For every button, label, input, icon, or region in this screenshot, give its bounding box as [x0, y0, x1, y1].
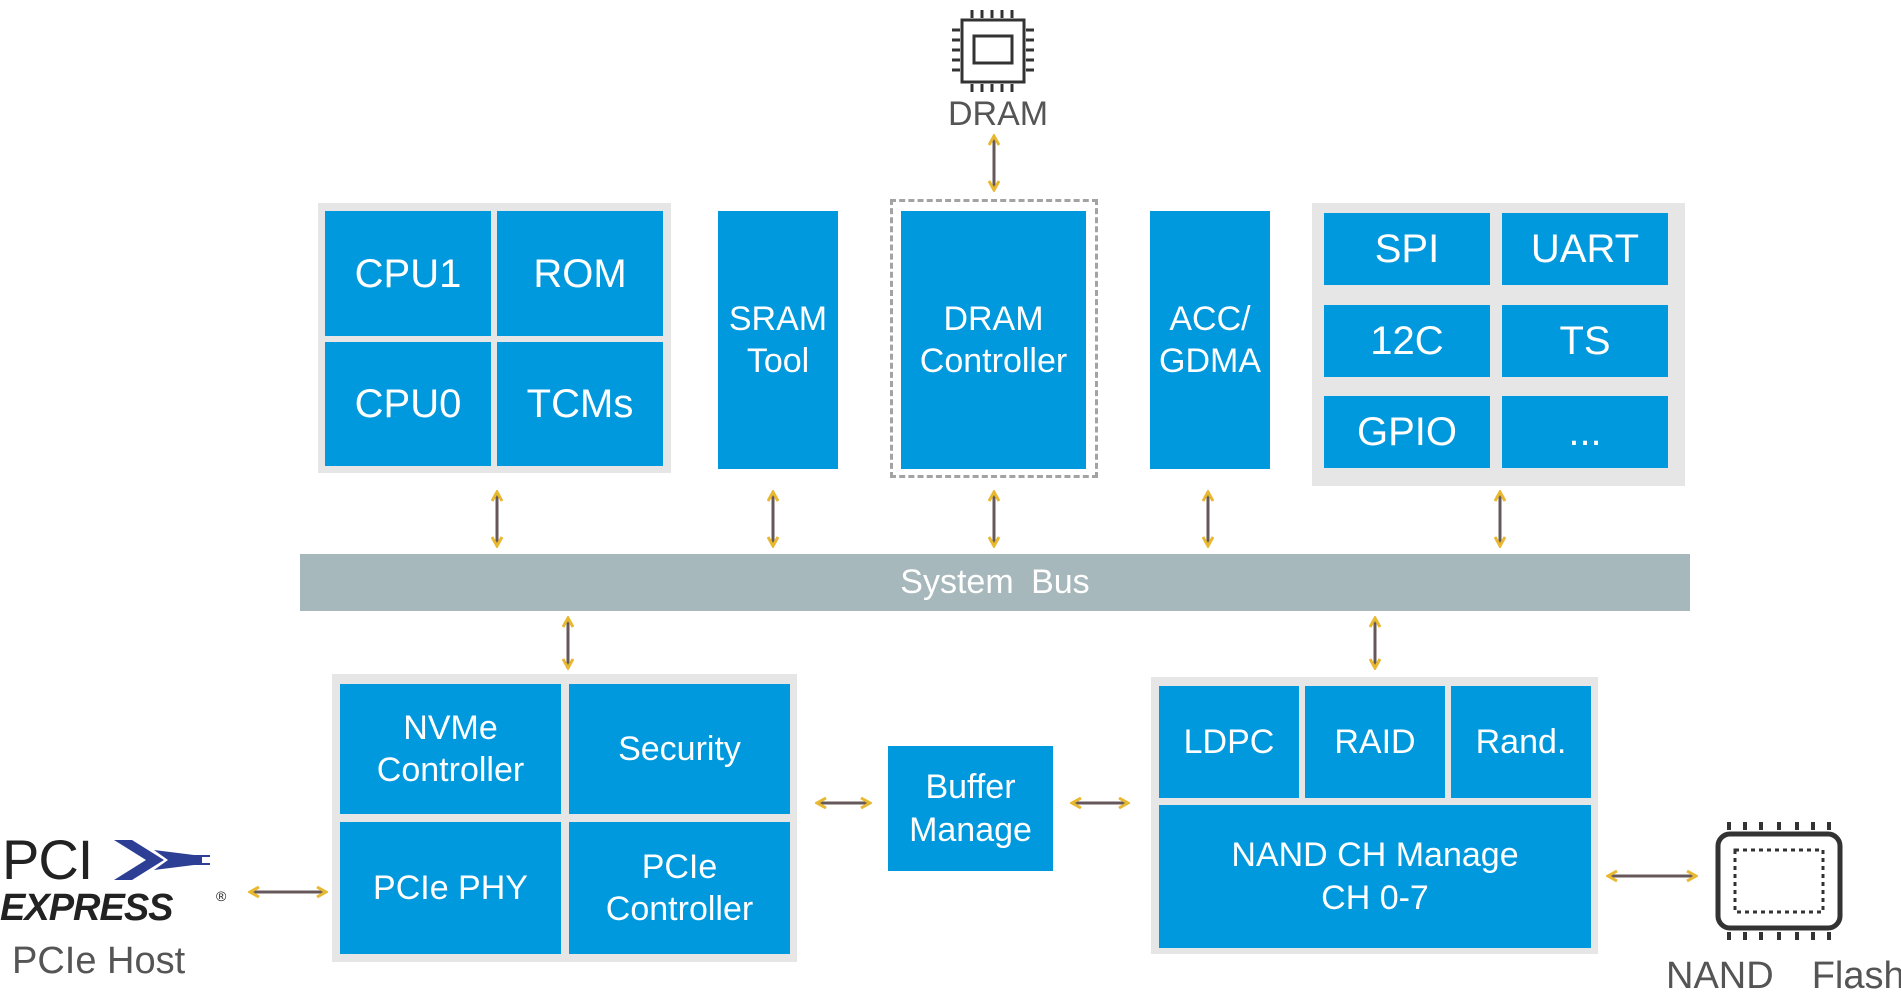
pcie-controller-line2: Controller: [605, 890, 754, 928]
dram-controller-line2: Controller: [919, 342, 1068, 380]
sram-tool-block: SRAM Tool: [718, 211, 838, 469]
nvme-line2: Controller: [376, 751, 525, 789]
nand-label: NAND: [1666, 955, 1774, 997]
dram-controller-line1: DRAM: [943, 299, 1044, 338]
dram-chip-icon: [952, 10, 1034, 92]
nand-ch-manage-block: NAND CH Manage CH 0-7: [1159, 805, 1591, 948]
rand-block: Rand.: [1451, 686, 1591, 798]
buffer-line2: Manage: [909, 810, 1032, 849]
dram-controller-frame: [890, 199, 1098, 478]
rom-block: ROM: [497, 211, 663, 336]
flash-label: Flash: [1811, 955, 1901, 997]
nand-manage-line2: CH 0-7: [1321, 878, 1429, 917]
nvme-controller-block: NVMe Controller: [340, 684, 561, 814]
sram-line1: SRAM: [728, 299, 828, 338]
pcie-controller-line1: PCIe: [641, 847, 718, 886]
pci-logo-text: PCI: [2, 828, 93, 891]
cpu1-block: CPU1: [325, 211, 491, 336]
pci-express-logo: PCI EXPRESS ®: [0, 830, 235, 930]
tcms-block: TCMs: [497, 342, 663, 466]
registered-mark: ®: [216, 888, 227, 904]
sram-line2: Tool: [746, 342, 810, 380]
pcie-host-label: PCIe Host: [12, 940, 186, 982]
buffer-manage-block: Buffer Manage: [888, 746, 1053, 871]
ldpc-block: LDPC: [1159, 686, 1299, 798]
nvme-line1: NVMe: [403, 708, 498, 747]
pcie-phy-block: PCIe PHY: [340, 822, 561, 954]
gpio-block: GPIO: [1324, 396, 1490, 468]
pci-express-swoosh-icon: [114, 840, 210, 880]
cpu0-block: CPU0: [325, 342, 491, 466]
dram-controller-block: DRAM Controller: [901, 211, 1086, 469]
spi-block: SPI: [1324, 213, 1490, 285]
buffer-line1: Buffer: [925, 768, 1016, 806]
acc-line2: GDMA: [1159, 342, 1261, 380]
raid-block: RAID: [1305, 686, 1445, 798]
ts-block: TS: [1502, 305, 1668, 377]
express-logo-text: EXPRESS: [0, 887, 174, 929]
nand-flash-label: NAND Flash: [1666, 955, 1901, 998]
system-bus: System Bus: [300, 554, 1690, 611]
nand-manage-line1: NAND CH Manage: [1231, 836, 1519, 874]
nand-flash-icon: [1715, 822, 1843, 940]
more-peripherals-block: ...: [1502, 396, 1668, 468]
acc-gdma-block: ACC/ GDMA: [1150, 211, 1270, 469]
i2c-block: 12C: [1324, 305, 1490, 377]
security-block: Security: [569, 684, 790, 814]
acc-line1: ACC/: [1169, 299, 1251, 338]
uart-block: UART: [1502, 213, 1668, 285]
pcie-controller-block: PCIe Controller: [569, 822, 790, 954]
dram-label: DRAM: [948, 95, 1049, 133]
